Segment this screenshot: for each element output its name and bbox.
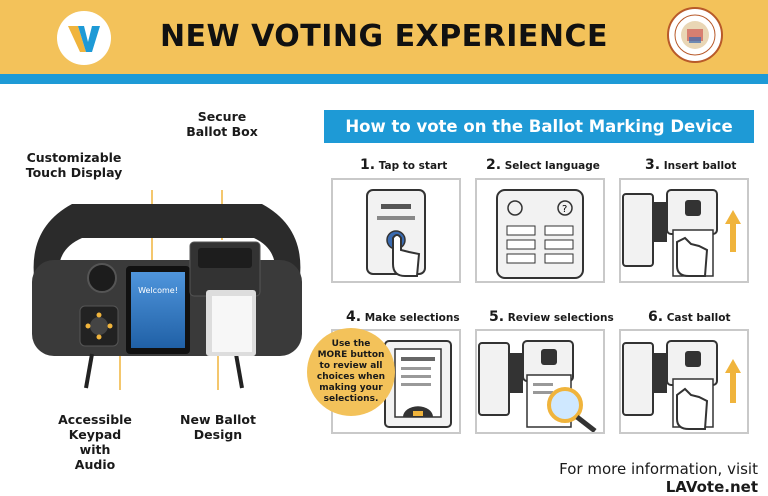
label-keypad: Accessible Keypad with Audio bbox=[58, 412, 132, 472]
step-3-illustration bbox=[619, 178, 749, 283]
footer-link[interactable]: LAVote.net bbox=[665, 478, 758, 496]
step-3-title: 3. Insert ballot bbox=[645, 157, 737, 173]
la-vote-logo-icon bbox=[57, 11, 111, 65]
page-title: NEW VOTING EXPERIENCE bbox=[159, 19, 609, 54]
step-6-illustration bbox=[619, 329, 749, 434]
ballot-marking-device bbox=[32, 190, 302, 390]
county-seal-icon bbox=[667, 7, 723, 63]
step-1-illustration bbox=[331, 178, 461, 283]
step-6-title: 6. Cast ballot bbox=[648, 309, 731, 325]
footer-info: For more information, visit LAVote.net bbox=[559, 460, 758, 496]
more-button-callout: Use the MORE button to review all choice… bbox=[307, 328, 395, 416]
step-5-title: 5. Review selections bbox=[489, 309, 614, 325]
label-ballot-design: New Ballot Design bbox=[180, 412, 256, 442]
label-secure-ballot-box: Secure Ballot Box bbox=[186, 109, 258, 139]
step-5-illustration bbox=[475, 329, 605, 434]
instructions-banner: How to vote on the Ballot Marking Device… bbox=[324, 110, 754, 169]
screen-welcome-text: Welcome! bbox=[138, 286, 178, 295]
step-4-title: 4. Make selections bbox=[346, 309, 460, 325]
svg-text:?: ? bbox=[562, 204, 567, 215]
step-2-title: 2. Select language bbox=[486, 157, 600, 173]
header-bar bbox=[0, 0, 768, 74]
step-2-illustration: ? bbox=[475, 178, 605, 283]
step-1-title: 1. Tap to start bbox=[360, 157, 448, 173]
label-touch-display: Customizable Touch Display bbox=[25, 150, 123, 180]
header-stripe bbox=[0, 74, 768, 84]
